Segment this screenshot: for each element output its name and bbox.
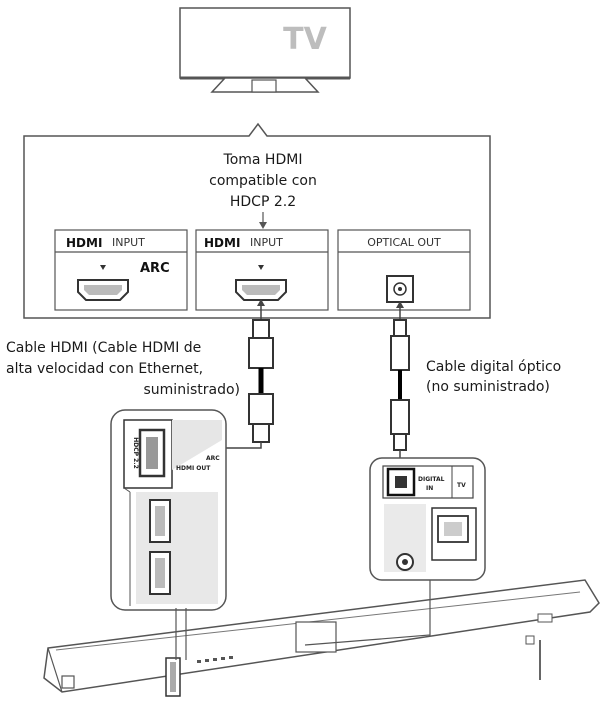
optical-cable-label-line-2: (no suministrado)	[426, 379, 550, 395]
port-label: INPUT	[112, 236, 145, 249]
tv-rear-panel: Toma HDMI compatible con HDCP 2.2 HDMI I…	[23, 122, 491, 319]
tv-illustration: TV	[179, 7, 351, 93]
leader-lines	[175, 580, 431, 660]
button-row-icon	[197, 656, 233, 663]
soundbar-hdmi-panel: HDCP 2.2 ARC HDMI OUT	[110, 409, 227, 611]
hdmi-logo: HDMI	[66, 236, 102, 250]
optical-cable	[390, 301, 410, 479]
hdmi-logo: HDMI	[204, 236, 240, 250]
tv-label: TV	[283, 22, 327, 57]
hdmi-cable-label-line-3: suministrado)	[144, 382, 241, 398]
tv-port-hdmi-arc: HDMI INPUT ARC	[54, 229, 188, 311]
hdmi-cable-label-line-2: alta velocidad con Ethernet,	[6, 361, 203, 377]
tv-port-optical-out: OPTICAL OUT	[337, 229, 471, 311]
hdmi-cable-label-line-1: Cable HDMI (Cable HDMI de	[6, 340, 201, 356]
tv-small-label: TV	[457, 482, 466, 489]
hdmi-out-label: HDMI OUT	[176, 465, 211, 472]
optical-cable-label-line-1: Cable digital óptico	[426, 359, 561, 375]
arc-label: ARC	[140, 261, 170, 276]
in-label: IN	[426, 485, 433, 492]
tv-port-hdmi-input: HDMI INPUT	[195, 229, 329, 311]
soundbar-digital-panel: DIGITAL IN TV	[369, 457, 486, 581]
arc-small-label: ARC	[206, 455, 220, 462]
hdcp-note-line-2: compatible con	[209, 173, 317, 189]
port-label: OPTICAL OUT	[367, 236, 441, 249]
digital-label: DIGITAL	[418, 476, 445, 483]
hdmi-cable	[189, 299, 274, 452]
hdcp-note-line-1: Toma HDMI	[223, 152, 303, 168]
hdcp-vertical-label: HDCP 2.2	[132, 437, 139, 469]
hdcp-note-line-3: HDCP 2.2	[230, 194, 296, 210]
port-label: INPUT	[250, 236, 283, 249]
soundbar	[43, 579, 600, 697]
